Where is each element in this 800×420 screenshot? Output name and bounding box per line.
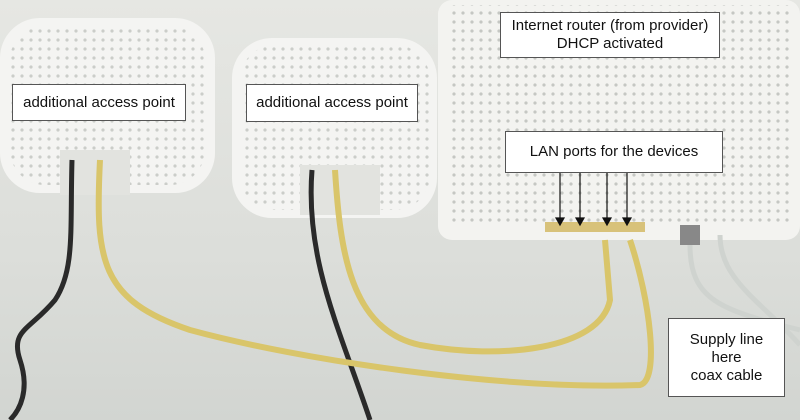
black-cables — [8, 159, 373, 420]
label-supply-line: Supply line here coax cable — [668, 318, 785, 397]
lan-port-arrows — [554, 172, 633, 227]
label-text: DHCP activated — [556, 35, 664, 52]
label-access-point-middle: additional access point — [246, 84, 418, 122]
label-text: additional access point — [23, 93, 175, 111]
label-text: additional access point — [256, 94, 408, 111]
label-text: Internet router (from provider) — [511, 17, 709, 34]
label-text: coax cable — [690, 366, 763, 384]
label-text: LAN ports for the devices — [529, 143, 699, 160]
yellow-cables — [95, 159, 654, 389]
label-lan-ports: LAN ports for the devices — [505, 131, 723, 173]
label-access-point-left: additional access point — [12, 84, 186, 121]
label-text: Supply line — [689, 330, 764, 348]
label-text: here — [711, 348, 742, 366]
label-router: Internet router (from provider) DHCP act… — [500, 12, 720, 58]
